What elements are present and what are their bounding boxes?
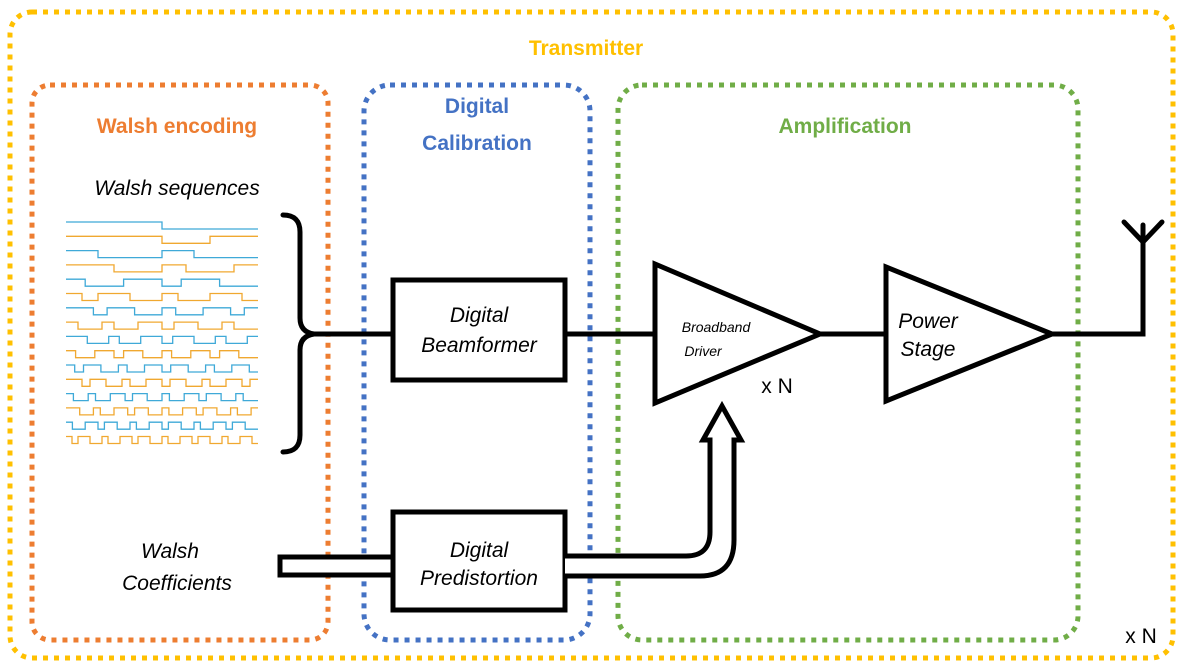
beamformer-label-line1: Digital: [450, 304, 510, 327]
walsh-coefficients-label-line1: Walsh: [141, 540, 199, 563]
system-multiplier: x N: [1125, 625, 1157, 648]
digital-calibration-title-line1: Digital: [445, 95, 509, 118]
amplification-boundary: [615, 82, 1081, 643]
coefficients-double-arrow: [277, 554, 396, 578]
walsh-sequence-trace: [66, 321, 258, 330]
driver-multiplier: x N: [761, 375, 793, 398]
digital-calibration-title-line2: Calibration: [422, 132, 532, 155]
walsh-sequences-plot: [66, 221, 258, 445]
walsh-sequence-trace: [66, 350, 258, 359]
walsh-coefficients-label-line2: Coefficients: [122, 572, 232, 595]
predistortion-label-line2: Predistortion: [420, 567, 538, 590]
broadband-driver-amplifier: [652, 260, 827, 407]
walsh-sequence-trace: [66, 249, 258, 259]
sequence-bracket: [280, 212, 315, 455]
walsh-sequence-trace: [66, 221, 258, 230]
walsh-sequence-trace: [66, 421, 258, 430]
walsh-sequence-trace: [66, 378, 258, 387]
power-stage-label-line1: Power: [898, 310, 959, 333]
transmitter-title: Transmitter: [529, 37, 643, 60]
walsh-sequence-trace: [66, 435, 258, 445]
walsh-sequence-trace: [66, 307, 258, 316]
signal-wire-to-antenna: [1052, 225, 1146, 337]
antenna-icon: [1121, 219, 1165, 246]
predistortion-feedback-arrow: [565, 400, 746, 579]
walsh-sequence-trace: [66, 364, 258, 373]
walsh-sequence-trace: [66, 235, 258, 244]
transmitter-boundary: [7, 9, 1176, 661]
walsh-sequence-trace: [66, 278, 258, 287]
walsh-sequence-trace: [66, 335, 258, 345]
power-stage-amplifier: [883, 263, 1059, 405]
digital-calibration-boundary: [361, 82, 593, 643]
driver-label-line2: Driver: [684, 343, 723, 359]
walsh-sequences-label: Walsh sequences: [94, 177, 260, 200]
driver-label-line1: Broadband: [682, 319, 752, 335]
walsh-sequence-trace: [66, 407, 258, 416]
power-stage-label-line2: Stage: [901, 338, 956, 361]
walsh-sequence-trace: [66, 264, 258, 273]
digital-beamformer-block: [390, 277, 568, 383]
walsh-sequence-trace: [66, 292, 258, 302]
walsh-sequence-trace: [66, 392, 258, 402]
predistortion-label-line1: Digital: [450, 539, 510, 562]
beamformer-label-line2: Beamformer: [421, 334, 538, 357]
walsh-encoding-title: Walsh encoding: [97, 115, 257, 138]
amplification-title: Amplification: [778, 115, 911, 138]
